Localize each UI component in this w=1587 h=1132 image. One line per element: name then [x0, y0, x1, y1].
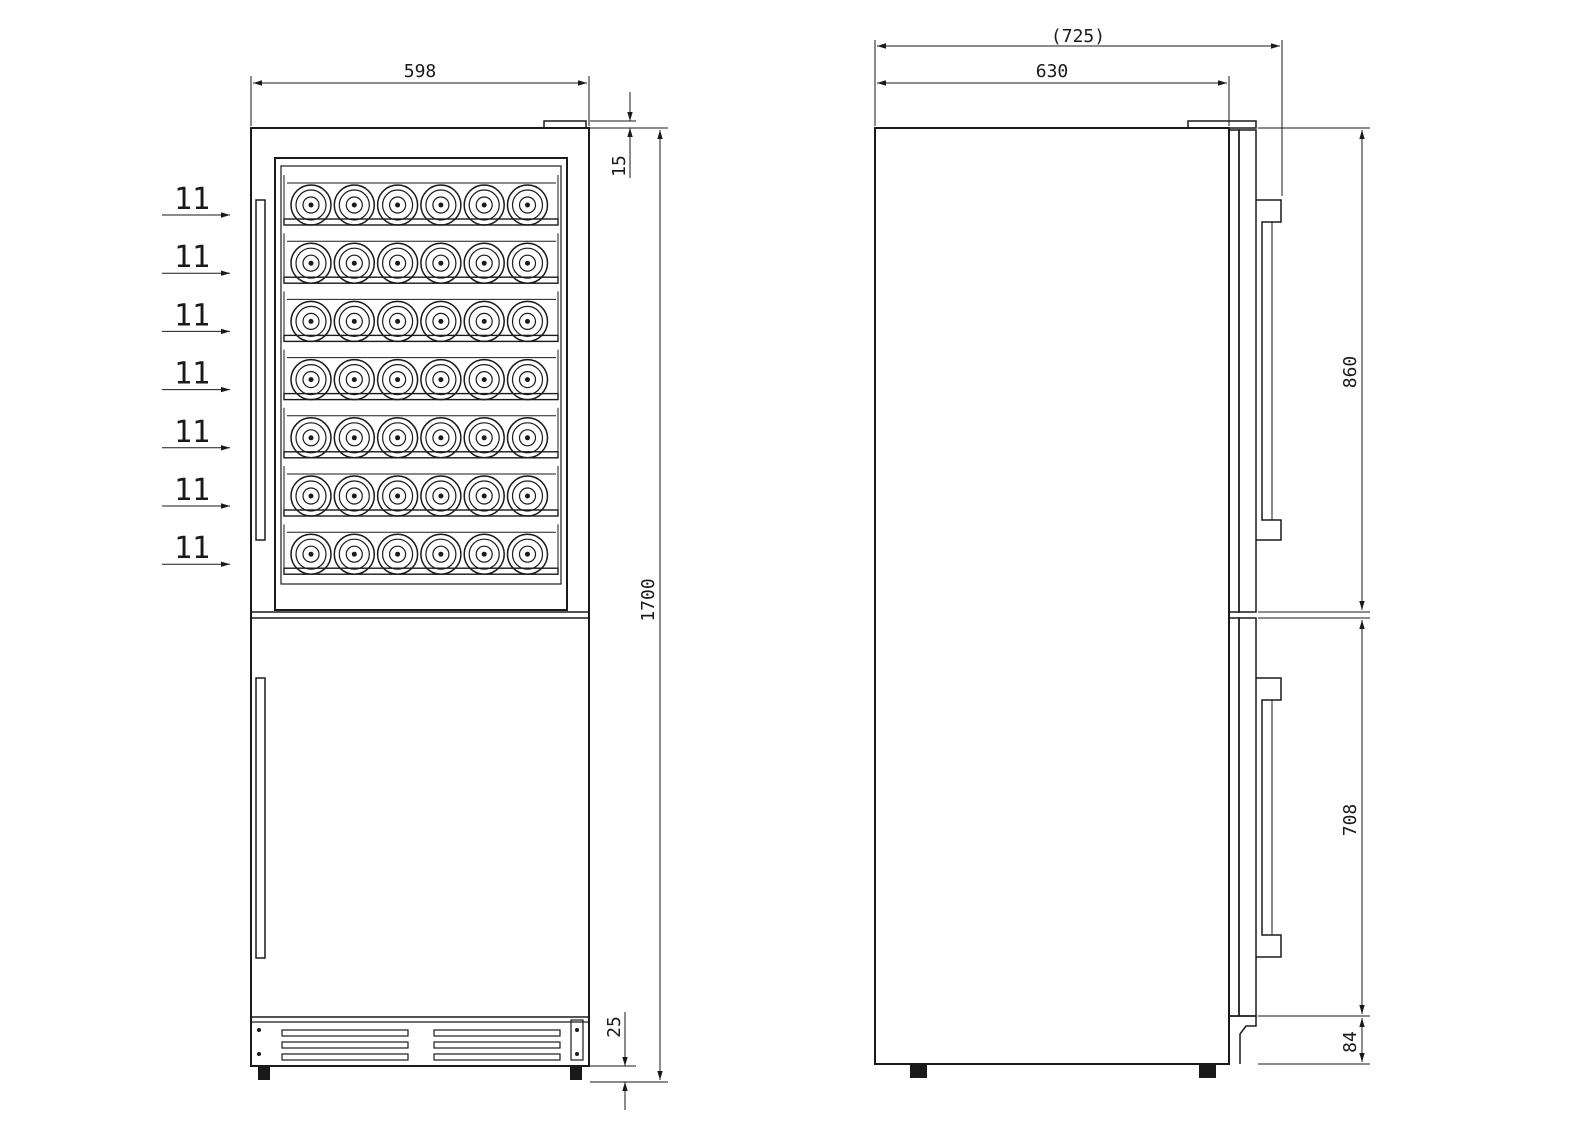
shelf-spacing-value: 11: [174, 357, 210, 392]
wine-bottle: [506, 533, 549, 575]
wine-bottle: [376, 533, 419, 575]
wine-bottle: [506, 358, 549, 401]
side-foot-right: [1199, 1064, 1216, 1078]
wine-shelf: [283, 466, 559, 517]
wine-bottle: [376, 184, 419, 226]
grille-bracket: [570, 1019, 584, 1061]
wine-bottle: [420, 242, 462, 284]
wine-bottle: [420, 358, 462, 401]
front-foot-left: [258, 1066, 270, 1080]
glass-window-inner: [280, 165, 562, 585]
wine-bottle: [506, 184, 549, 226]
upper-door-edge: [1228, 129, 1240, 613]
front-view: 598 15 1700 25 11 11 11 11 11 11 11: [162, 61, 668, 1110]
wine-shelf: [283, 291, 559, 343]
side-top-hinge: [1187, 120, 1257, 129]
shelf-spacing-value: 11: [174, 298, 210, 333]
wine-bottle: [463, 300, 505, 343]
shelf-spacing-value: 11: [174, 240, 210, 275]
lower-door-edge: [1228, 617, 1240, 1017]
shelf-spacing-label: 11: [162, 415, 230, 451]
wine-bottle: [333, 533, 376, 575]
shelf-spacing-label: 11: [162, 473, 230, 509]
wine-bottle: [376, 300, 419, 343]
shelf-spacing-value: 11: [174, 473, 210, 508]
wine-bottle: [290, 300, 332, 343]
top-gap-label: 15: [609, 155, 630, 177]
wine-bottle: [376, 242, 419, 284]
wine-shelf: [283, 407, 559, 459]
wine-bottle: [506, 242, 549, 284]
width-label: 598: [404, 61, 437, 82]
wine-bottle: [420, 475, 462, 517]
lower-door-handle: [255, 677, 266, 959]
wine-bottle: [506, 300, 549, 343]
wine-shelf: [283, 175, 559, 226]
wine-bottle: [420, 533, 462, 575]
wine-bottle: [290, 533, 332, 575]
wine-bottle: [376, 417, 419, 459]
wine-bottle: [463, 475, 505, 517]
wine-bottle: [290, 358, 332, 401]
wine-bottle: [290, 184, 332, 226]
front-cabinet-outline: [250, 127, 590, 1067]
wine-bottle: [506, 475, 549, 517]
side-cabinet-outline: [874, 127, 1230, 1065]
shelf-spacing-label: 11: [162, 298, 230, 335]
shelf-spacing-value: 11: [174, 415, 210, 450]
cabinet-depth-label: 630: [1036, 61, 1069, 82]
wine-bottle: [376, 358, 419, 401]
wine-bottle: [420, 300, 462, 343]
wine-bottle: [333, 242, 376, 284]
wine-shelf: [283, 349, 559, 401]
wine-bottle: [420, 417, 462, 459]
wine-bottle: [506, 417, 549, 459]
wine-bottle: [376, 475, 419, 517]
wine-bottle: [290, 242, 332, 284]
wine-bottle: [290, 417, 332, 459]
shelf-spacing-labels: 11 11 11 11 11 11 11: [162, 182, 230, 567]
wine-bottle: [290, 475, 332, 517]
wine-bottle: [333, 417, 376, 459]
wine-bottle: [333, 358, 376, 401]
wine-bottle: [333, 475, 376, 517]
wine-shelf: [283, 233, 559, 284]
ventilation-grille: [281, 1029, 561, 1061]
side-plinth: [1229, 1015, 1257, 1064]
shelf-spacing-label: 11: [162, 531, 230, 567]
shelf-spacing-label: 11: [162, 182, 230, 218]
wine-bottle: [463, 184, 505, 226]
wine-bottle: [463, 242, 505, 284]
lower-door-height-label: 708: [1340, 804, 1361, 837]
side-lower-handle: [1256, 677, 1282, 958]
height-label: 1700: [638, 578, 659, 621]
wine-bottle: [333, 184, 376, 226]
top-hinge: [543, 120, 587, 129]
shelf-spacing-value: 11: [174, 531, 210, 566]
shelf-spacing-value: 11: [174, 182, 210, 217]
overall-depth-label: (725): [1051, 26, 1105, 47]
upper-door-height-label: 860: [1340, 356, 1361, 389]
front-foot-right: [570, 1066, 582, 1080]
wine-shelves: [283, 175, 559, 575]
glass-window-frame: [274, 157, 568, 611]
bottom-gap-label: 25: [604, 1016, 625, 1038]
wine-bottle: [333, 300, 376, 343]
wine-bottle: [420, 184, 462, 226]
shelf-spacing-label: 11: [162, 357, 230, 393]
plinth-height-label: 84: [1340, 1031, 1361, 1053]
wine-bottle: [463, 417, 505, 459]
side-view: (725) 630 860 708 84: [874, 26, 1370, 1078]
upper-door-handle: [255, 199, 266, 541]
shelf-spacing-label: 11: [162, 240, 230, 276]
wine-shelf: [283, 524, 559, 575]
wine-bottle: [463, 533, 505, 575]
side-foot-left: [910, 1064, 927, 1078]
wine-bottle: [463, 358, 505, 401]
side-upper-handle: [1256, 199, 1282, 541]
